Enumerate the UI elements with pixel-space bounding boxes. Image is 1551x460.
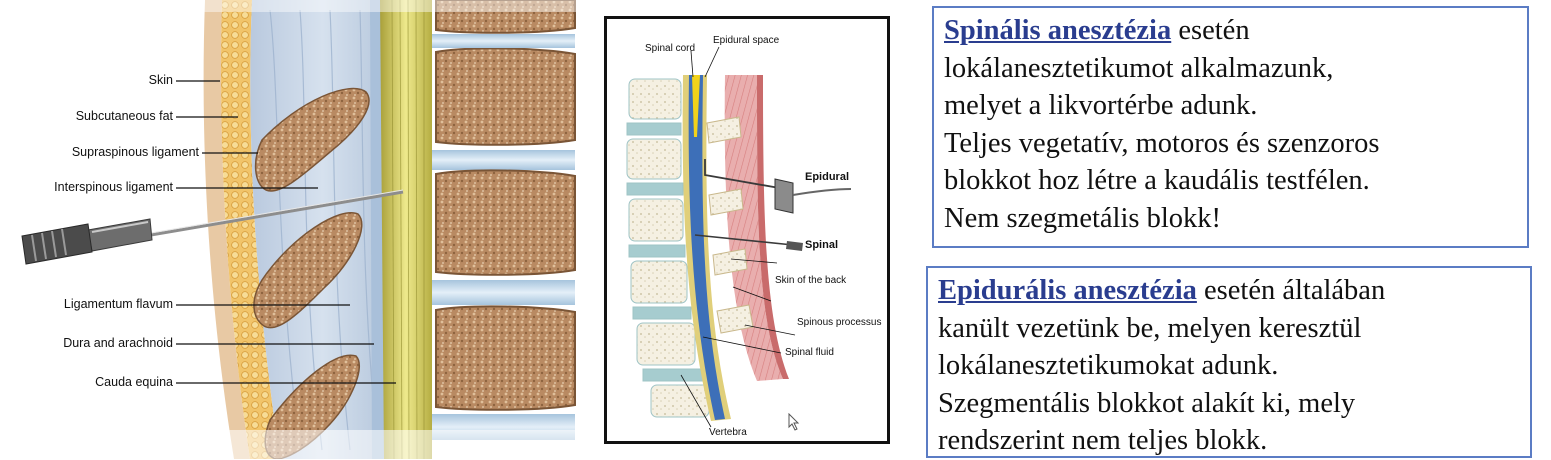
epidural-line-1-rest: esetén általában [1196, 275, 1386, 306]
spinal-line-4: Teljes vegetatív, motoros és szenzoros [944, 127, 1380, 159]
label-vertebra: Vertebra [709, 427, 747, 438]
epidural-line-1: Epidurális anesztézia esetén általában [938, 272, 1520, 310]
spinal-anesthesia-term: Spinális anesztézia [944, 15, 1172, 46]
epidural-line-4: Szegmentális blokkot alakít ki, mely [938, 387, 1356, 419]
label-interspinous-ligament: Interspinous ligament [54, 180, 173, 194]
spinal-line-3: melyet a likvortérbe adunk. [944, 90, 1258, 122]
lumbar-spine-needle-illustration [21, 0, 590, 459]
epidural-anesthesia-textbox: Epidurális anesztézia esetén általában k… [926, 266, 1532, 458]
spinal-line-1: Spinális anesztézia esetén [944, 12, 1517, 50]
spinal-line-6: Nem szegmetális blokk! [944, 202, 1222, 234]
spinal-anesthesia-textbox: Spinális anesztézia esetén lokálanesztet… [932, 6, 1529, 248]
label-spinal-fluid: Spinal fluid [785, 347, 834, 358]
label-skin-of-the-back: Skin of the back [775, 275, 847, 286]
label-dura-and-arachnoid: Dura and arachnoid [63, 336, 173, 350]
label-leader-lines [176, 80, 396, 384]
spinal-line-2: lokálanesztetikumot alkalmazunk, [944, 52, 1334, 84]
spinal-line-5: blokkot hoz létre a kaudális testfélen. [944, 165, 1370, 197]
spinal-needle [21, 189, 404, 265]
label-skin: Skin [148, 73, 173, 87]
epidural-line-5: rendszerint nem teljes blokk. [938, 425, 1268, 457]
epidural-line-2: kanült vezetünk be, melyen keresztül [938, 312, 1362, 344]
label-epidural: Epidural [805, 171, 850, 183]
epidural-vs-spinal-diagram [626, 46, 852, 428]
label-supraspinous-ligament: Supraspinous ligament [71, 145, 199, 159]
label-epidural-space: Epidural space [713, 35, 780, 46]
label-cauda-equina: Cauda equina [95, 375, 173, 389]
mid-label-leader-lines [680, 46, 796, 428]
epidural-anesthesia-term: Epidurális anesztézia [938, 275, 1197, 306]
label-spinal-cord: Spinal cord [645, 43, 696, 54]
label-ligamentum-flavum: Ligamentum flavum [63, 297, 173, 311]
epidural-spinal-diagram-frame: Spinal cord Epidural space Epidural Spin… [604, 16, 890, 444]
spinal-line-1-rest: esetén [1171, 15, 1250, 46]
label-spinal: Spinal [805, 239, 839, 251]
label-subcutaneous-fat: Subcutaneous fat [75, 109, 173, 123]
mouse-cursor-icon [788, 413, 800, 431]
epidural-line-3: lokálanesztetikumokat adunk. [938, 350, 1279, 382]
label-spinous-processus: Spinous processus [797, 317, 882, 328]
